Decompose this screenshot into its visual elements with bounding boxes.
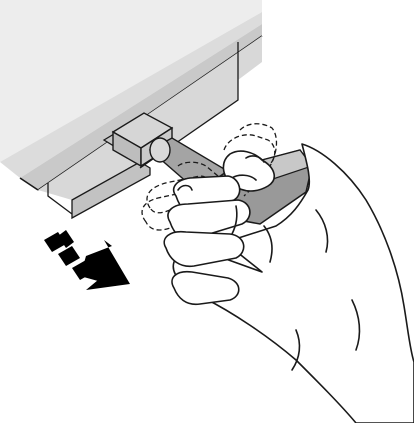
pull-out-arrow-icon [44, 230, 130, 290]
hand-icon [163, 143, 414, 424]
